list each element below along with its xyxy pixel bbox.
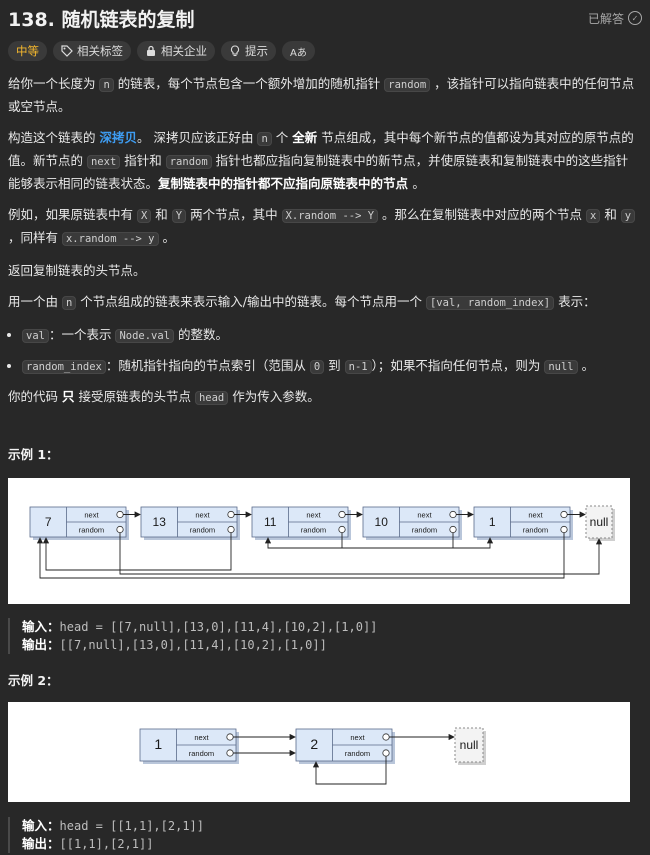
output-value: [[1,1],[2,1]] xyxy=(59,837,154,851)
paragraph-2: 构造这个链表的 深拷贝。 深拷贝应该正好由 n 个 全新 节点组成，其中每个新节… xyxy=(8,130,634,191)
example-2-diagram: 1 next random 2 next random null xyxy=(139,727,486,785)
list-item: val：一个表示 Node.val 的整数。 xyxy=(22,324,640,347)
related-companies-button[interactable]: 相关企业 xyxy=(137,41,215,61)
lock-icon xyxy=(147,45,155,56)
example-1-io: 输入：head = [[7,null],[13,0],[11,4],[10,2]… xyxy=(8,618,644,654)
random-pointer xyxy=(338,525,346,534)
next-label: next xyxy=(350,733,365,742)
random-pointer xyxy=(382,749,390,757)
node-value: 10 xyxy=(375,515,389,529)
random-pointer xyxy=(227,525,235,534)
paragraph-5: 用一个由 n 个节点组成的链表来表示输入/输出中的链表。每个节点用一个 [val… xyxy=(8,294,596,310)
null-label: null xyxy=(590,515,609,529)
deep-copy-link[interactable]: 深拷贝 xyxy=(99,130,137,145)
related-tags-button[interactable]: 相关标签 xyxy=(53,41,131,61)
output-label: 输出： xyxy=(22,637,60,652)
node-value: 1 xyxy=(489,515,496,529)
hint-label: 提示 xyxy=(245,44,268,58)
difficulty-badge[interactable]: 中等 xyxy=(8,41,47,61)
next-pointer xyxy=(560,510,568,519)
next-pointer xyxy=(226,733,234,741)
difficulty-label: 中等 xyxy=(16,44,39,58)
input-label: 输入： xyxy=(22,818,60,833)
node-value: 7 xyxy=(45,515,52,529)
output-label: 输出： xyxy=(22,836,60,851)
list-item: random_index：随机指针指向的节点索引（范围从 0 到 n-1）；如果… xyxy=(22,355,640,378)
node-value: 1 xyxy=(154,736,162,752)
font-size-button[interactable]: Aあ xyxy=(282,41,315,61)
hint-button[interactable]: 提示 xyxy=(221,41,276,61)
output-value: [[7,null],[13,0],[11,4],[10,2],[1,0]] xyxy=(59,638,327,652)
random-label: random xyxy=(301,526,326,535)
related-companies-label: 相关企业 xyxy=(161,44,207,58)
random-label: random xyxy=(79,526,104,535)
example-1-figure: 7 next random 13 next random 11 next random 10 nex… xyxy=(8,478,630,604)
null-label: null xyxy=(460,738,479,752)
related-tags-label: 相关标签 xyxy=(77,44,123,58)
font-size-icon: Aあ xyxy=(290,47,307,59)
input-label: 输入： xyxy=(22,619,60,634)
next-label: next xyxy=(84,511,99,520)
example-1-title: 示例 1： xyxy=(8,447,59,462)
tag-icon xyxy=(61,45,73,57)
input-value: head = [[1,1],[2,1]] xyxy=(59,819,205,833)
random-label: random xyxy=(345,749,370,758)
format-list: val：一个表示 Node.val 的整数。 random_index：随机指针… xyxy=(8,324,640,378)
next-pointer xyxy=(338,510,346,519)
check-circle-icon: ✓ xyxy=(628,11,642,25)
random-label: random xyxy=(523,526,548,535)
random-label: random xyxy=(189,749,214,758)
next-pointer xyxy=(449,510,457,519)
tag-bar: 中等 相关标签 相关企业 提示 Aあ xyxy=(8,41,315,61)
null-node xyxy=(585,505,613,539)
example-2-io: 输入：head = [[1,1],[2,1]] 输出：[[1,1],[2,1]] xyxy=(8,817,644,853)
next-label: next xyxy=(417,511,432,520)
random-arrow xyxy=(312,756,387,785)
example-2-title: 示例 2： xyxy=(8,673,59,688)
page-title: 138. 随机链表的复制 xyxy=(8,8,195,31)
next-pointer xyxy=(382,733,390,741)
random-arrow xyxy=(264,532,454,549)
random-pointer xyxy=(116,525,124,534)
random-label: random xyxy=(190,526,215,535)
next-label: next xyxy=(195,511,210,520)
lightbulb-icon xyxy=(230,45,240,57)
paragraph-3: 例如，如果原链表中有 X 和 Y 两个节点，其中 X.random --> Y … xyxy=(8,204,640,250)
random-pointer xyxy=(560,525,568,534)
random-pointer xyxy=(226,749,234,757)
node-value: 2 xyxy=(310,736,318,752)
random-label: random xyxy=(412,526,437,535)
next-label: next xyxy=(306,511,321,520)
input-value: head = [[7,null],[13,0],[11,4],[10,2],[1… xyxy=(59,620,378,634)
example-1-diagram: 7 next random 13 next random 11 next random 10 nex… xyxy=(29,505,615,579)
paragraph-1: 给你一个长度为 n 的链表，每个节点包含一个额外增加的随机指针 random ，… xyxy=(8,76,635,114)
paragraph-6: 你的代码 只 接受原链表的头节点 head 作为传入参数。 xyxy=(8,389,320,405)
node-value: 13 xyxy=(153,515,167,529)
null-node xyxy=(454,727,484,763)
random-arrow xyxy=(36,532,565,579)
problem-description: 给你一个长度为 n 的链表，每个节点包含一个额外增加的随机指针 random ，… xyxy=(8,73,640,419)
node-value: 11 xyxy=(264,515,277,529)
solved-status: 已解答 ✓ xyxy=(588,10,642,27)
next-label: next xyxy=(528,511,543,520)
solved-label: 已解答 xyxy=(587,11,624,26)
next-pointer xyxy=(116,510,124,519)
random-arrow xyxy=(119,532,603,575)
paragraph-4: 返回复制链表的头节点。 xyxy=(8,263,146,278)
random-arrow xyxy=(42,532,232,571)
random-pointer xyxy=(449,525,457,534)
next-pointer xyxy=(227,510,235,519)
example-2-figure: 1 next random 2 next random null xyxy=(8,702,630,802)
problem-header: 138. 随机链表的复制 已解答 ✓ xyxy=(8,4,642,32)
next-label: next xyxy=(194,733,209,742)
